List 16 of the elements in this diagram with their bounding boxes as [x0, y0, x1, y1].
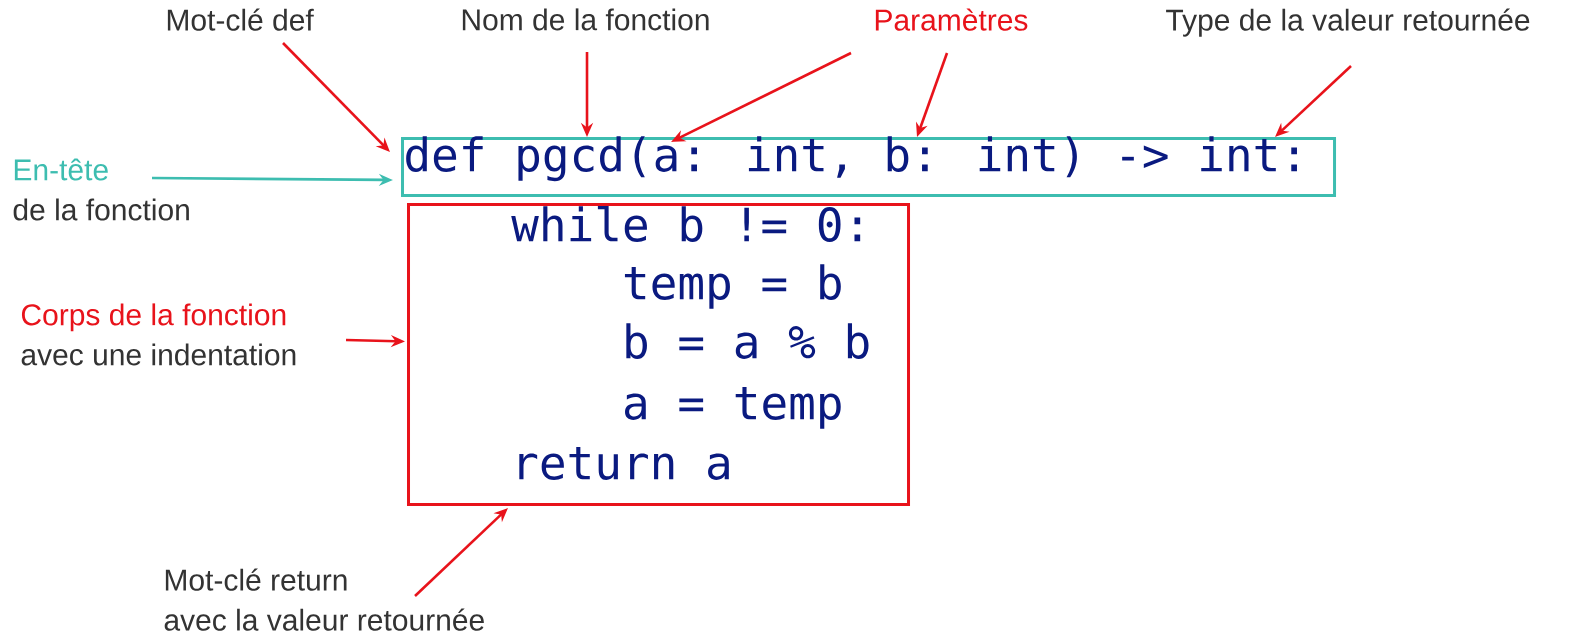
- code-line: b = a % b: [626, 323, 869, 359]
- callout-label: Paramètres: [875, 8, 1028, 31]
- body-box: [407, 203, 910, 506]
- callout-label: Mot-clé def: [167, 8, 314, 31]
- callout-label: En-tête de la fonction: [13, 158, 189, 221]
- callout-label: Type de la valeur retournée: [1166, 8, 1530, 37]
- code-line: temp = b: [624, 264, 841, 309]
- callout-label: Mot-clé return avec la valeur retournée: [164, 568, 484, 631]
- header-box: [401, 136, 1337, 197]
- arrow: [282, 42, 390, 152]
- code-line: return a: [519, 446, 729, 480]
- code-line: def pgcd(a: int, b: int) -> int:: [406, 136, 1297, 182]
- code-line: while b != 0:: [511, 206, 861, 242]
- callout-label: Nom de la fonction: [462, 8, 709, 31]
- callout-label: Corps de la fonction avec une indentation: [21, 303, 296, 366]
- code-line: a = temp: [625, 386, 841, 429]
